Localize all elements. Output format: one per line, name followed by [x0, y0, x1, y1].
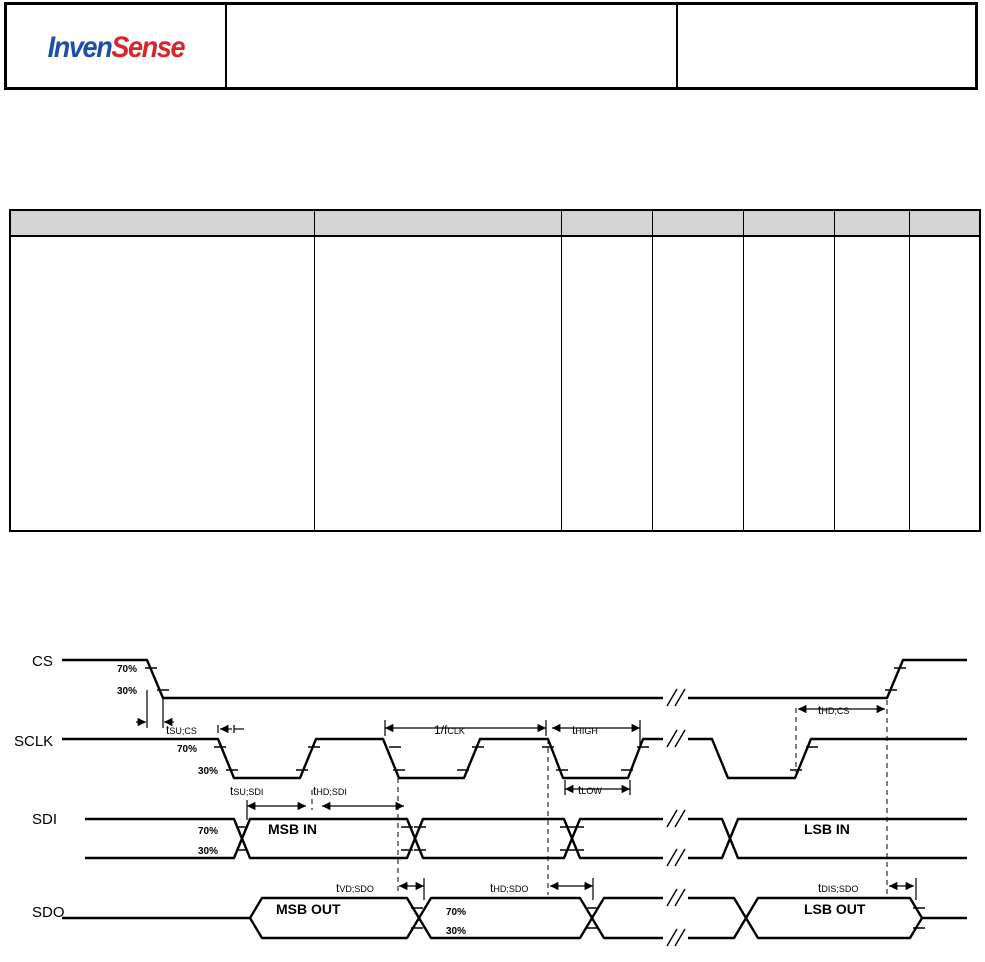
signal-label-cs: CS: [32, 653, 53, 670]
lsb-in-label: LSB IN: [804, 821, 850, 837]
logo-cell: InvenSense: [7, 5, 227, 87]
timing-table: [9, 209, 981, 532]
column-divider: [834, 211, 835, 530]
signal-label-sdi: SDI: [32, 811, 57, 828]
msb-in-label: MSB IN: [268, 821, 317, 837]
thd-cs-label: tHD;CS: [818, 703, 849, 717]
tsu-cs-extension: [146, 690, 164, 728]
sdo-70pct-label: 70%: [446, 907, 466, 918]
column-divider: [743, 211, 744, 530]
thd-sdi-label: tHD;SDI: [313, 784, 347, 798]
document-header: InvenSense: [4, 2, 978, 90]
lsb-out-label: LSB OUT: [804, 901, 866, 917]
table-header-row: [11, 211, 979, 237]
thd-sdo-label: tHD;SDO: [490, 881, 528, 895]
thigh-label: tHIGH: [572, 723, 598, 737]
column-divider: [561, 211, 562, 530]
threshold-ticks: [145, 667, 925, 929]
cs-70pct-label: 70%: [117, 664, 137, 675]
column-divider: [652, 211, 653, 530]
sdi-70pct-label: 70%: [198, 826, 218, 837]
cs-30pct-label: 30%: [117, 686, 137, 697]
cs-waveform: [62, 658, 967, 700]
tsu-cs-label: tSU;CS: [166, 723, 197, 737]
column-divider: [909, 211, 910, 530]
sclk-30pct-label: 30%: [198, 766, 218, 777]
doc-info-cell: [678, 5, 975, 87]
sdi-waveform: [85, 817, 967, 860]
signal-label-sdo: SDO: [32, 904, 65, 921]
sdo-30pct-label: 30%: [446, 926, 466, 937]
signal-label-sclk: SCLK: [14, 733, 53, 750]
column-divider: [314, 211, 315, 530]
fclk-label: 1/fCLK: [434, 723, 465, 737]
tvd-sdo-label: tVD;SDO: [336, 881, 374, 895]
spi-timing-diagram: CS SCLK SDI SDO 70% 30% 70% 30% 70% 30%: [14, 653, 967, 947]
sdi-30pct-label: 30%: [198, 846, 218, 857]
invensense-logo: InvenSense: [47, 31, 186, 64]
tlow-label: tLOW: [578, 783, 602, 797]
sclk-waveform: [62, 737, 967, 780]
guide-lines: [311, 700, 888, 895]
time-break-marks: [666, 688, 686, 947]
tsu-sdi-label: tSU;SDI: [230, 784, 263, 798]
tdis-sdo-label: tDIS;SDO: [818, 881, 858, 895]
title-cell: [227, 5, 678, 87]
msb-out-label: MSB OUT: [276, 901, 341, 917]
sclk-70pct-label: 70%: [177, 744, 197, 755]
